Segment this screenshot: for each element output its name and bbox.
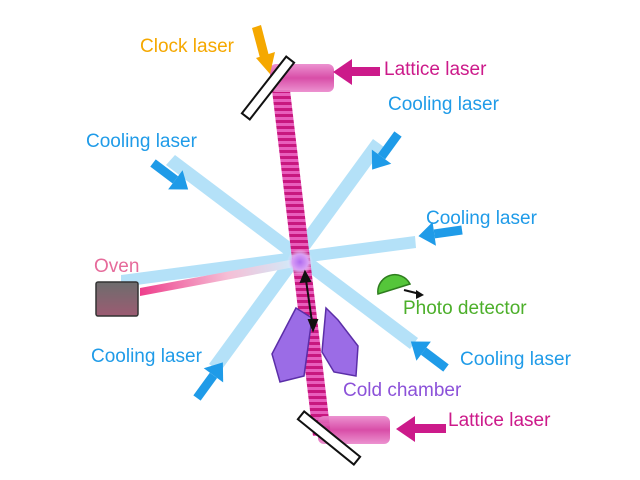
lattice-laser-label-top: Lattice laser — [384, 59, 487, 80]
cooling-laser-label-top-right: Cooling laser — [388, 94, 499, 115]
cooling-laser-label-right: Cooling laser — [426, 208, 537, 229]
clock-laser-label: Clock laser — [140, 36, 234, 57]
photo-detector-label: Photo detector — [403, 298, 527, 319]
cooling-laser-label-bottom-right: Cooling laser — [460, 349, 571, 370]
atom-cloud-icon — [287, 249, 313, 275]
lattice-laser-label-bottom: Lattice laser — [448, 410, 551, 431]
cold-chamber-label: Cold chamber — [343, 380, 462, 401]
mirror-icon — [296, 410, 362, 466]
cold-chamber-icon — [271, 306, 359, 383]
cooling-laser-arrows — [150, 131, 463, 401]
translation-arrow-icon — [299, 269, 319, 333]
cooling-laser-label-top-left: Cooling laser — [86, 131, 197, 152]
oven-atomic-beam — [140, 258, 300, 296]
mirror-icon — [240, 55, 296, 121]
photo-detector-icon — [377, 274, 424, 299]
oven-box-icon — [95, 281, 139, 317]
cooling-beam-r-l — [121, 236, 416, 287]
lattice-laser-arrows — [333, 59, 446, 442]
clock-laser-arrow — [252, 25, 275, 74]
cooling-laser-label-bottom-left: Cooling laser — [91, 346, 202, 367]
oven-label: Oven — [94, 256, 140, 277]
